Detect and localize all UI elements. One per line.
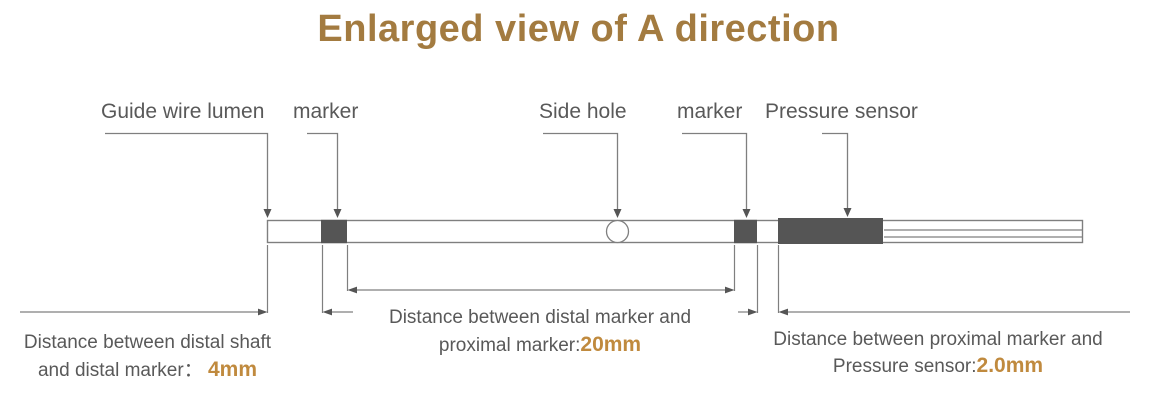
shaft-lumen-stripes	[884, 229, 1082, 238]
caption-line: Pressure sensor:2.0mm	[740, 353, 1136, 380]
dimension-20mm	[346, 245, 736, 291]
caption-prefix: proximal marker:	[438, 335, 581, 356]
dimension-2mm	[738, 245, 1130, 313]
dim-4mm-arrow-right	[258, 308, 268, 316]
proximal-marker-band	[734, 219, 757, 244]
dim-4mm-arrow-left	[322, 308, 332, 316]
leader-line-proximal-marker	[682, 132, 748, 209]
label-pressure-sensor: Pressure sensor	[765, 100, 918, 123]
caption-line: Distance between distal shaft	[23, 332, 272, 353]
catheter-tube	[266, 219, 1084, 244]
down-arrow-pressure-sensor	[843, 208, 852, 217]
pressure-sensor-block	[778, 218, 883, 244]
down-arrow-proximal-marker	[742, 209, 751, 218]
label-side-hole: Side hole	[539, 100, 627, 123]
leader-line-side-hole	[543, 132, 619, 209]
label-guide-wire-lumen: Guide wire lumen	[101, 100, 265, 123]
dim-2mm-arrow-right	[748, 308, 758, 316]
down-arrow-distal-marker	[333, 209, 342, 218]
caption-line: and distal marker： 4mm	[10, 356, 285, 384]
down-arrow-guide-wire-lumen	[263, 209, 272, 218]
dim-20mm-arrow-right	[725, 286, 735, 294]
caption-distal-to-proximal-marker: Distance between distal marker and proxi…	[350, 304, 730, 359]
dimension-value-4mm: 4mm	[207, 358, 258, 381]
leader-line-distal-marker	[307, 132, 339, 209]
leader-line-pressure-sensor	[822, 132, 849, 208]
caption-prefix: and distal marker：	[37, 360, 203, 381]
dim-2mm-arrow-left	[778, 308, 788, 316]
caption-proximal-marker-to-pressure-sensor: Distance between proximal marker and Pre…	[740, 327, 1136, 380]
label-proximal-marker: marker	[677, 100, 743, 123]
caption-line: Distance between distal marker and	[388, 307, 692, 328]
dimension-value-20mm: 20mm	[580, 333, 642, 356]
side-hole	[605, 219, 630, 244]
caption-prefix: Pressure sensor:	[832, 356, 977, 377]
dimension-4mm	[20, 245, 353, 313]
distal-marker-band	[321, 219, 347, 244]
caption-line: Distance between proximal marker and	[773, 329, 1103, 350]
leader-line-guide-wire-lumen	[105, 132, 269, 209]
label-distal-marker: marker	[293, 100, 359, 123]
caption-distal-shaft-to-distal-marker: Distance between distal shaft and distal…	[10, 329, 285, 384]
diagram-title: Enlarged view of A direction	[317, 8, 840, 50]
dimension-value-2mm: 2.0mm	[976, 354, 1044, 377]
caption-line: proximal marker:20mm	[350, 331, 730, 359]
dim-20mm-arrow-left	[347, 286, 357, 294]
down-arrow-side-hole	[613, 209, 622, 218]
